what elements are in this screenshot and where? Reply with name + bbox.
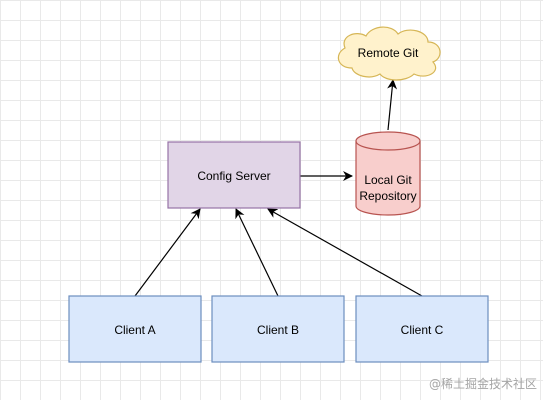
client-b-box bbox=[211, 295, 345, 363]
edge-client-b-to-config-server bbox=[235, 208, 279, 297]
client-c-box bbox=[355, 295, 489, 363]
client-a-box bbox=[68, 295, 202, 363]
client-b-node[interactable]: Client B bbox=[211, 295, 345, 363]
remote-git-node[interactable]: Remote Git bbox=[337, 26, 441, 81]
config-server-box bbox=[167, 141, 301, 209]
cylinder-shape-icon bbox=[355, 131, 421, 216]
config-server-label: Config Server bbox=[197, 169, 270, 183]
edges bbox=[134, 79, 423, 297]
edge-client-a-to-config-server bbox=[134, 208, 201, 297]
edge-client-c-to-config-server bbox=[267, 208, 423, 297]
local-git-label-line1: Local Git bbox=[364, 173, 412, 187]
client-c-label: Client C bbox=[401, 323, 444, 337]
cylinder-top-rim bbox=[355, 140, 421, 151]
edge-local-git-to-remote-git bbox=[387, 79, 398, 131]
client-b-label: Client B bbox=[257, 323, 299, 337]
remote-git-label: Remote Git bbox=[358, 46, 419, 60]
client-a-node[interactable]: Client A bbox=[68, 295, 202, 363]
config-server-node[interactable]: Config Server bbox=[167, 141, 301, 209]
cloud-shape-icon bbox=[337, 26, 441, 81]
local-git-label-line2: Repository bbox=[359, 189, 416, 203]
client-c-node[interactable]: Client C bbox=[355, 295, 489, 363]
watermark: @稀土掘金技术社区 bbox=[428, 377, 537, 391]
client-a-label: Client A bbox=[114, 323, 155, 337]
local-git-repository-node[interactable]: Local Git Repository bbox=[355, 131, 421, 216]
